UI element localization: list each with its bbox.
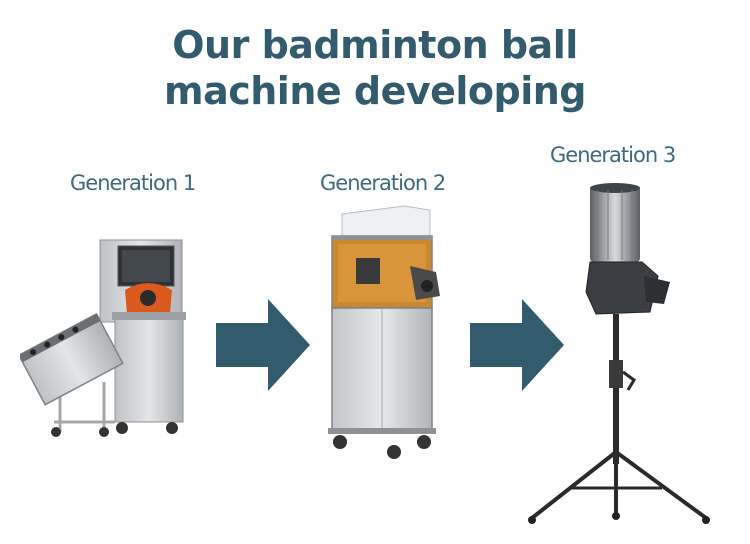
- page-title: Our badminton ball machine developing: [0, 22, 750, 114]
- arrow-right-icon: [470, 299, 564, 391]
- arrow-right-icon: [216, 299, 310, 391]
- title-line-1: Our badminton ball: [172, 23, 578, 67]
- generation-1-label: Generation 1: [70, 171, 196, 195]
- generation-2-label: Generation 2: [320, 171, 446, 195]
- generation-3-machine-image: [528, 183, 710, 524]
- generation-1-machine-image: [20, 239, 186, 437]
- generation-2-machine-image: [328, 205, 440, 459]
- generation-3-label: Generation 3: [550, 143, 676, 167]
- title-line-2: machine developing: [163, 69, 587, 113]
